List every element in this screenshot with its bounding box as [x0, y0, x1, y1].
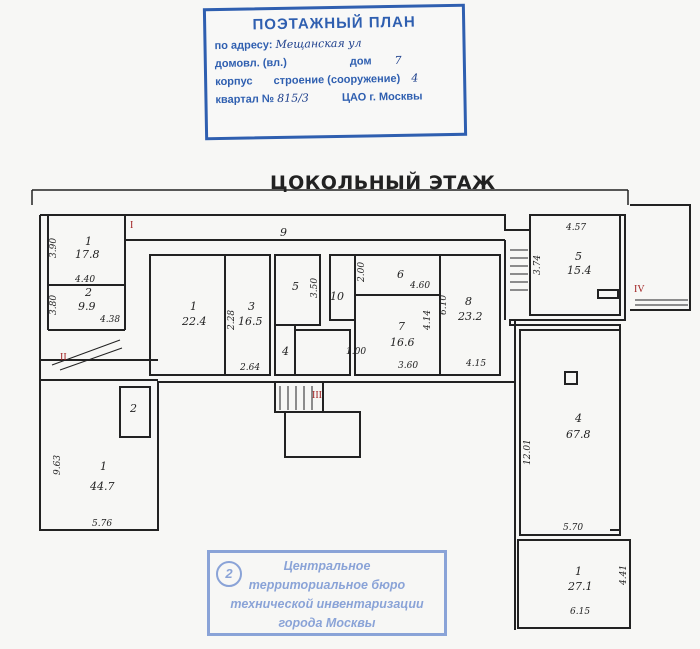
dimension-label: 9.63: [53, 455, 63, 475]
bti-stamp-line: технической инвентаризации: [230, 597, 424, 611]
room-area: 27.1: [567, 580, 593, 593]
dimension-label: 4.15: [465, 359, 486, 369]
floor-title: ЦОКОЛЬНЫЙ ЭТАЖ: [270, 172, 496, 194]
dimension-label: 4.38: [99, 315, 120, 325]
dimension-label: 4.14: [423, 310, 433, 331]
room-area: 15.4: [567, 264, 592, 277]
dimension-label: 6.15: [570, 607, 590, 617]
dimension-label: 3.80: [49, 295, 59, 315]
room-number: 4: [281, 345, 289, 358]
room-area: 16.6: [390, 336, 415, 349]
room-area: 22.4: [181, 315, 207, 328]
room-number: 2: [84, 286, 92, 299]
room-number: 5: [292, 280, 299, 293]
bti-stamp-line: территориальное бюро: [248, 578, 406, 592]
room-area: 67.8: [566, 428, 591, 441]
dimension-label: 3.50: [310, 278, 320, 298]
room-number: 6: [397, 268, 404, 281]
room-number: 7: [398, 320, 405, 333]
dimension-label: 4.57: [565, 223, 586, 233]
dimension-label: 12.01: [523, 439, 533, 465]
dimension-label: 4.41: [619, 565, 629, 586]
entrance-mark: IV: [634, 284, 645, 295]
dimension-label: 2.28: [227, 310, 237, 331]
dimension-label: 5.76: [92, 519, 112, 529]
entrance-mark: I: [130, 220, 133, 231]
room-number: 1: [190, 300, 197, 313]
bti-stamp-line: Центральное: [283, 559, 371, 573]
dimension-label: 3.74: [533, 255, 543, 275]
dimension-label: 4.40: [74, 275, 95, 285]
dimension-label: 3.60: [398, 361, 418, 371]
room-number: 9: [280, 226, 287, 239]
dimension-label: 4.60: [409, 281, 430, 291]
bti-stamp: 2 Центральное территориальное бюро техни…: [207, 550, 447, 636]
entrance-mark: III: [312, 390, 322, 401]
dimension-label: 2.00: [357, 262, 367, 283]
dimension-label: 5.70: [563, 523, 583, 533]
bti-stamp-line: города Москвы: [278, 616, 376, 630]
room-number: 5: [575, 250, 582, 263]
entrance-mark: II: [60, 352, 67, 363]
room-number: 4: [574, 412, 582, 425]
room-number: 10: [330, 290, 344, 303]
room-area: 9.9: [78, 300, 96, 313]
room-area: 16.5: [238, 315, 263, 328]
dimension-label: 1.00: [346, 347, 366, 357]
room-number: 1: [100, 460, 107, 473]
room-number: 8: [465, 295, 472, 308]
room-number: 3: [248, 300, 255, 313]
dimension-label: 2.64: [239, 363, 260, 373]
dimension-label: 6.10: [439, 295, 449, 315]
room-area: 23.2: [457, 310, 483, 323]
dimension-label: 3.90: [49, 238, 59, 258]
bti-stamp-number: 2: [216, 561, 242, 587]
room-number: 1: [575, 565, 582, 578]
room-area: 17.8: [75, 248, 100, 261]
room-number: 1: [85, 235, 92, 248]
room-area: 44.7: [89, 480, 115, 493]
room-number: 2: [129, 402, 137, 415]
